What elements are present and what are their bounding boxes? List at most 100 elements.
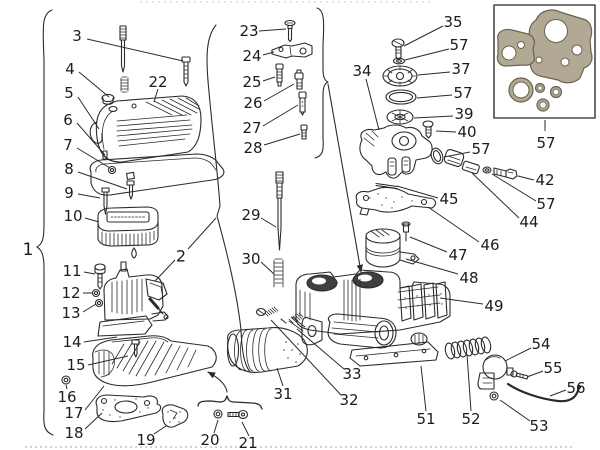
part-float-bowl-17 bbox=[92, 335, 217, 387]
leader-line-27 bbox=[262, 104, 299, 127]
part-air-cleaner-cover-22 bbox=[95, 95, 202, 163]
part-jet-26 bbox=[294, 69, 304, 90]
part-plunger-47 bbox=[401, 221, 411, 242]
callout-label-55-53: 55 bbox=[543, 359, 562, 377]
group-braces bbox=[36, 7, 364, 436]
callout-label-11-10: 11 bbox=[62, 262, 81, 280]
callout-label-53-51: 53 bbox=[529, 417, 548, 435]
part-pump-gasket-46 bbox=[355, 186, 437, 216]
leader-line-57 bbox=[443, 151, 471, 158]
part-insulator-stack-49 bbox=[399, 281, 448, 322]
group-1-brace bbox=[36, 9, 54, 436]
leader-line-19 bbox=[153, 425, 167, 435]
leader-line-11 bbox=[83, 271, 96, 275]
leader-line-32 bbox=[270, 319, 342, 396]
leader-line-16 bbox=[65, 384, 68, 390]
screws-group-brace bbox=[197, 395, 263, 410]
leader-line-57 bbox=[404, 48, 450, 61]
part-needle-valve-29 bbox=[275, 171, 284, 251]
callout-label-9-8: 9 bbox=[64, 184, 74, 202]
leader-line-10 bbox=[84, 217, 100, 223]
leader-line-2 bbox=[187, 217, 217, 250]
leader-line-35 bbox=[403, 25, 444, 47]
part-elbow-5 bbox=[89, 121, 103, 144]
screws-to-bowl-arrow bbox=[207, 371, 228, 393]
part-oring-57b bbox=[385, 89, 417, 105]
callout-label-32-31: 32 bbox=[339, 391, 358, 409]
callout-label-14-13: 14 bbox=[62, 333, 81, 351]
leader-line-47 bbox=[409, 236, 448, 253]
leader-line-56 bbox=[549, 389, 567, 397]
callout-label-48-47: 48 bbox=[459, 269, 478, 287]
leader-line-9 bbox=[77, 193, 101, 199]
leader-line-14 bbox=[83, 336, 118, 343]
leader-line-25 bbox=[262, 76, 276, 82]
part-lever-24 bbox=[271, 42, 313, 59]
part-valve-39 bbox=[386, 109, 414, 125]
leader-line-5 bbox=[77, 96, 100, 130]
leader-line-30 bbox=[260, 261, 275, 275]
callout-label-7-6: 7 bbox=[63, 136, 73, 154]
leader-line-6 bbox=[76, 122, 106, 156]
callout-label-19-18: 19 bbox=[136, 431, 155, 449]
callout-label-42-41: 42 bbox=[535, 171, 554, 189]
leader-line-15 bbox=[87, 355, 129, 366]
callout-label-8-7: 8 bbox=[64, 160, 74, 178]
leader-line-49 bbox=[439, 297, 484, 305]
callout-label-3-2: 3 bbox=[72, 27, 82, 45]
leader-line-18 bbox=[84, 412, 103, 430]
part-nut-20 bbox=[213, 409, 223, 419]
part-body-lower bbox=[301, 313, 428, 349]
part-spring-30 bbox=[273, 258, 284, 288]
part-gasket-18 bbox=[95, 394, 162, 423]
leader-line-29 bbox=[260, 217, 277, 228]
callout-label-57-55: 57 bbox=[536, 134, 555, 152]
callout-label-57-42: 57 bbox=[536, 195, 555, 213]
callout-label-5-4: 5 bbox=[64, 84, 74, 102]
callout-label-56-54: 56 bbox=[566, 379, 585, 397]
part-needle-9 bbox=[101, 187, 110, 215]
leader-line-31 bbox=[276, 367, 284, 387]
part-screw-40 bbox=[422, 120, 434, 139]
part-screw-21 bbox=[227, 409, 249, 420]
part-hose-31 bbox=[226, 327, 308, 373]
callout-label-6-5: 6 bbox=[63, 111, 73, 129]
leader-line-54 bbox=[504, 347, 532, 362]
callout-label-20-19: 20 bbox=[200, 431, 219, 449]
leader-line-23 bbox=[258, 28, 287, 32]
part-stud-6 bbox=[102, 150, 108, 160]
part-diaphragm-37 bbox=[382, 65, 418, 87]
callout-label-46-45: 46 bbox=[480, 236, 499, 254]
leader-line-4 bbox=[78, 71, 110, 98]
leader-line-52 bbox=[466, 353, 472, 412]
part-filter-element-10 bbox=[97, 206, 159, 259]
part-top-cover-2 bbox=[97, 261, 169, 337]
callout-label-2-1: 2 bbox=[176, 247, 186, 266]
part-spring-52 bbox=[444, 336, 492, 360]
leader-line-45 bbox=[396, 185, 439, 199]
callout-label-37-36: 37 bbox=[451, 60, 470, 78]
part-stud bbox=[119, 25, 127, 73]
leader-line-42 bbox=[517, 175, 535, 181]
leader-line-37 bbox=[417, 71, 451, 76]
callout-label-4-3: 4 bbox=[65, 60, 75, 78]
parts-layer bbox=[61, 4, 596, 428]
part-main-body bbox=[295, 269, 451, 335]
callout-label-57-35: 57 bbox=[449, 36, 468, 54]
leader-line-57 bbox=[416, 94, 453, 99]
callout-label-15-14: 15 bbox=[66, 356, 85, 374]
leader-line-39 bbox=[413, 115, 454, 119]
leader-line-34 bbox=[365, 78, 380, 131]
callout-label-30-29: 30 bbox=[241, 250, 260, 268]
part-lever-plate-51 bbox=[349, 341, 439, 367]
part-jet-25 bbox=[275, 63, 284, 87]
leader-line-2 bbox=[154, 259, 176, 282]
part-washer-57a bbox=[392, 57, 406, 65]
leader-line-51 bbox=[420, 365, 427, 412]
callout-label-18-17: 18 bbox=[64, 424, 83, 442]
callout-label-31-30: 31 bbox=[273, 385, 292, 403]
part-idle-screw-32 bbox=[255, 306, 287, 324]
callout-label-51-49: 51 bbox=[416, 410, 435, 428]
